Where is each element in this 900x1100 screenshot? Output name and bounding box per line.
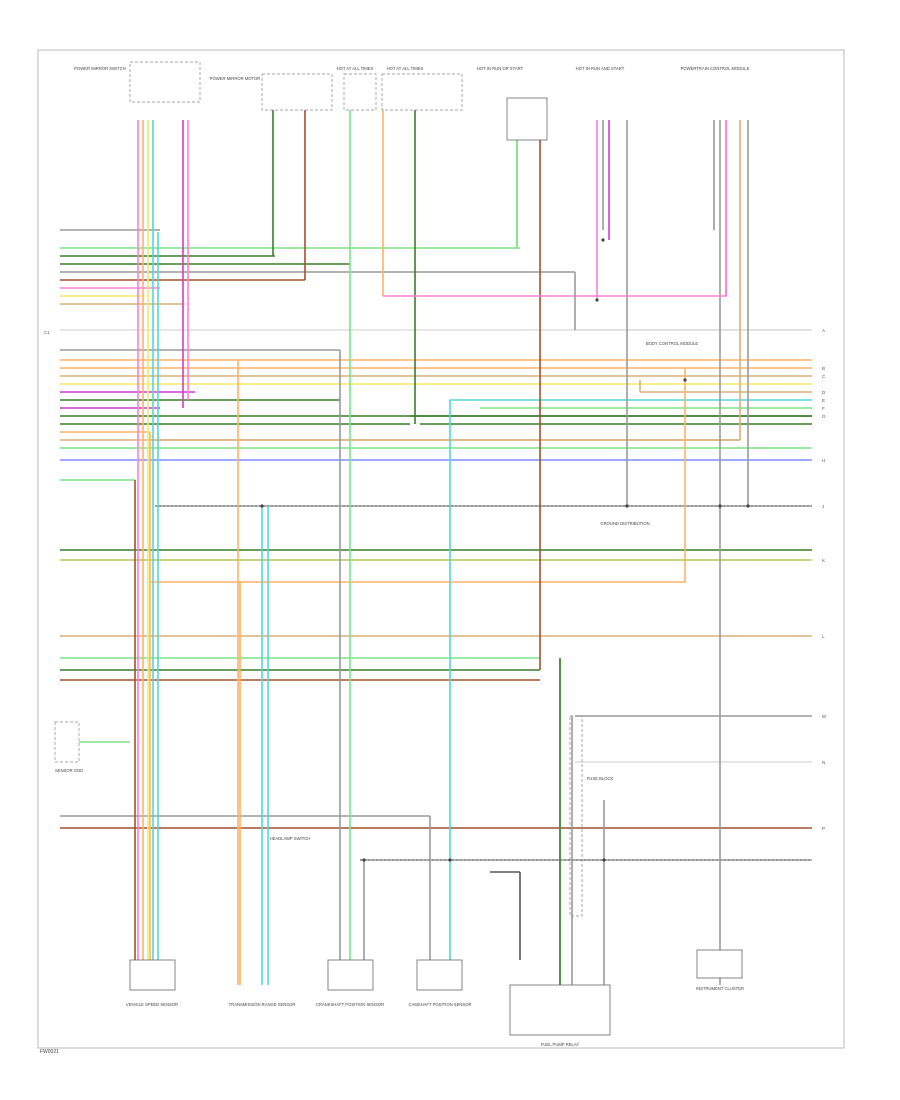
splice-dot (362, 858, 366, 862)
splice-dot (602, 858, 606, 862)
right-pin-label: A (822, 328, 825, 333)
center-label: HEADLAMP SWITCH (270, 836, 311, 841)
top-component-box (506, 97, 548, 141)
bottom-component-box (327, 959, 374, 991)
center-label: FUSE BLOCK (587, 776, 614, 781)
diagram-border (37, 49, 845, 1049)
right-pin-label: K (822, 558, 825, 563)
right-pin-label: P (822, 826, 825, 831)
top-component-label: POWERTRAIN CONTROL MODULE (681, 66, 750, 71)
top-component-box (261, 73, 333, 111)
right-pin-label: H (822, 458, 825, 463)
bottom-component-label: INSTRUMENT CLUSTER (696, 986, 744, 991)
bottom-component-box (416, 959, 463, 991)
right-pin-label: G (822, 414, 826, 419)
top-component-label: HOT IN RUN OR START (477, 66, 524, 71)
bottom-component-label: VEHICLE SPEED SENSOR (126, 1002, 178, 1007)
bottom-component-label: FUEL PUMP RELAY (541, 1042, 580, 1047)
top-component-label: POWER MIRROR MOTOR (210, 76, 261, 81)
right-pin-label: M (822, 714, 826, 719)
wire-layer (60, 110, 812, 985)
right-pin-label: C (822, 374, 826, 379)
splice-dot (448, 858, 452, 862)
right-pin-label: E (822, 398, 825, 403)
bottom-component-label: CAMSHAFT POSITION SENSOR (409, 1002, 472, 1007)
top-component-box (381, 73, 463, 111)
component-layer (54, 61, 743, 1036)
left-bottom-label: SENSOR GND (55, 768, 83, 773)
link-wire (383, 120, 727, 297)
bottom-component-label: CRANKSHAFT POSITION SENSOR (316, 1002, 384, 1007)
right-pin-label: L (822, 634, 825, 639)
splice-dot (601, 238, 605, 242)
bottom-component-box (129, 959, 176, 991)
figure-code: FW0021 (40, 1049, 59, 1055)
splice-dot (683, 378, 687, 382)
top-component-box (129, 61, 201, 103)
splice-dot (595, 298, 599, 302)
bottom-component-box (696, 949, 743, 979)
bottom-component-label: TRANSMISSION RANGE SENSOR (229, 1002, 296, 1007)
splice-dot (718, 504, 722, 508)
right-pin-label: F (822, 406, 825, 411)
center-label: BODY CONTROL MODULE (646, 341, 699, 346)
bottom-component-box (509, 984, 611, 1036)
left-connector-label: C1 (44, 330, 50, 335)
top-component-label: POWER MIRROR SWITCH (74, 66, 126, 71)
right-pin-label: J (822, 504, 824, 509)
splice-dot (260, 504, 264, 508)
top-component-label: HOT AT ALL TIMES (337, 66, 374, 71)
right-pin-label: B (822, 366, 825, 371)
splice-dot (625, 504, 629, 508)
right-pin-label: D (822, 390, 826, 395)
relay-outline (569, 715, 583, 917)
splice-dot (746, 504, 750, 508)
top-component-box (343, 73, 377, 111)
top-component-label: HOT AT ALL TIMES (387, 66, 424, 71)
center-label: GROUND DISTRIBUTION (600, 521, 649, 526)
top-component-label: HOT IN RUN AND START (576, 66, 625, 71)
left-switch-box (54, 721, 80, 763)
right-pin-label: N (822, 760, 825, 765)
